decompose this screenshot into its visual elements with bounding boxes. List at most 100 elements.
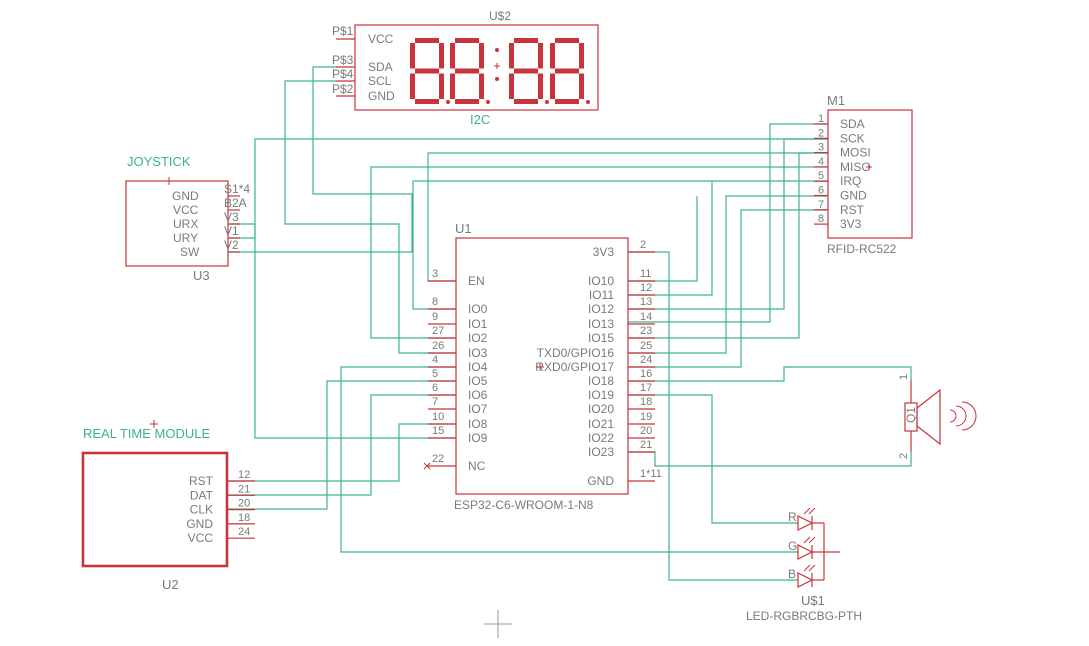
mcu-pin-label: IO8 (468, 417, 488, 431)
mcu-pin-label: IO18 (588, 374, 614, 388)
mcu-pin-label: IO6 (468, 388, 488, 402)
wire-io10 (628, 196, 698, 282)
segment (479, 73, 484, 99)
mcu-pin-label: IO1 (468, 317, 488, 331)
mcu-body (455, 237, 629, 495)
led-diode-b: B (788, 564, 824, 588)
segment (538, 43, 543, 69)
seven-segment-digit (550, 38, 590, 104)
segment (439, 43, 444, 69)
buzzer-pin-num: 1 (898, 374, 910, 380)
wire-3v3-led-b (628, 251, 798, 581)
decimal-point (586, 100, 590, 104)
wire-rtc-clk (228, 380, 456, 510)
mcu-pin-num: 6 (432, 382, 438, 394)
mcu-pin-num: 18 (640, 396, 652, 408)
wire-io18-buzzer (628, 366, 912, 382)
rfid-pin-num: 3 (818, 142, 824, 154)
wire-rfid-sck-io13 (628, 138, 828, 310)
rfid-pin-label: SDA (840, 117, 865, 131)
joystick-pad: B2A (224, 196, 247, 210)
mcu-pin-label: IO10 (588, 274, 614, 288)
diode-triangle (797, 515, 814, 531)
wire-rfid-irq-io15 (412, 180, 828, 310)
led-channel-label: G (788, 539, 797, 553)
mcu-pin-num: 21 (640, 439, 652, 451)
segment (550, 43, 555, 69)
origin-cross (494, 63, 500, 69)
display-pin-label: SCL (368, 74, 392, 88)
mcu-pin-label: IO2 (468, 331, 488, 345)
mcu-pin-label: IO9 (468, 431, 488, 445)
mcu-pin-label: IO23 (588, 445, 614, 459)
colon-dot-top (495, 48, 499, 52)
mcu-pin-label: NC (468, 459, 486, 473)
rfid-pin-label: MISO (840, 160, 871, 174)
rfid-pin-label: IRQ (840, 174, 861, 188)
mcu-pin-num: 22 (432, 453, 444, 465)
led-diode-g: G (788, 536, 824, 560)
rtc-pin-num: 18 (238, 512, 250, 524)
mcu-pin-num: 19 (640, 411, 652, 423)
buzzer-horn (916, 388, 941, 446)
display-pad: P$3 (332, 53, 354, 67)
rfid-pin-label: GND (840, 189, 867, 203)
wire-joystick-vcc-io10 (228, 223, 456, 439)
joystick-pad: V3 (224, 210, 239, 224)
mcu-pin-num: 17 (640, 382, 652, 394)
wire-rfid-miso (370, 166, 828, 339)
mcu-pin-num: 8 (432, 296, 438, 308)
mcu-pin-label: IO21 (588, 417, 614, 431)
mcu-pin-num: 11 (640, 268, 651, 280)
mcu-pin-num: 14 (640, 311, 652, 323)
mcu-pin-num: 10 (432, 411, 444, 423)
wire-rfid-sda-io12 (628, 123, 828, 323)
rfid-pin-num: 8 (818, 213, 824, 225)
wire-display-scl-io4 (284, 80, 456, 354)
seven-segment-digit (410, 38, 450, 104)
decimal-point (446, 100, 450, 104)
wire-display-sda-joystick-ury (228, 66, 413, 253)
mcu-pin-num: 3 (432, 268, 438, 280)
wire-joystick-urx-io9 (228, 138, 828, 239)
buzzer[interactable]: 1 2 Q1 (898, 374, 977, 459)
mcu-pin-num: 13 (640, 296, 652, 308)
wires (228, 66, 912, 581)
buzzer-ref: Q1 (904, 407, 918, 423)
light-arrows-icon (803, 536, 816, 544)
mcu-pin-label: IO5 (468, 374, 488, 388)
i2c-display[interactable]: U$2 I2C P$1 P$3 P$4 P$2 VCC SDA SCL GND (332, 9, 599, 127)
segment (455, 38, 479, 43)
mcu-pin-num: 2 (640, 239, 646, 251)
segment (415, 99, 439, 104)
wire-io19-led-r (628, 394, 798, 524)
mcu-pin-label: IO13 (588, 317, 614, 331)
real-time-module[interactable]: REAL TIME MODULE U2 12RST21DAT20CLK18GND… (81, 426, 255, 592)
rfid-body (827, 109, 913, 239)
rfid-ref: M1 (827, 93, 845, 108)
segment (450, 43, 455, 69)
mcu-pin-label: EN (468, 274, 485, 288)
mcu-pin-label: IO0 (468, 302, 488, 316)
segment (579, 73, 584, 99)
mcu-pin-label: RXD0/GPIO17 (535, 360, 614, 374)
rfid-pin-num: 7 (818, 199, 824, 211)
rtc-pin-num: 21 (238, 483, 250, 495)
segment (514, 38, 538, 43)
diode-triangle (797, 572, 814, 588)
display-ref: U$2 (489, 9, 511, 23)
mcu-pin-label: IO15 (588, 331, 614, 345)
rgb-led[interactable]: RGB U$1 LED-RGBRCBG-PTH (746, 507, 862, 623)
mcu-pin-num: 26 (432, 340, 444, 352)
rfid-pin-num: 2 (818, 127, 824, 139)
rtc-pin-label: RST (189, 474, 214, 488)
segment (479, 43, 484, 69)
mcu-pin-label: IO20 (588, 402, 614, 416)
joystick-pin-label: SW (180, 245, 200, 259)
joystick[interactable]: JOYSTICK U3 GND VCC URX URY SW S1*4 B2A … (125, 154, 250, 283)
